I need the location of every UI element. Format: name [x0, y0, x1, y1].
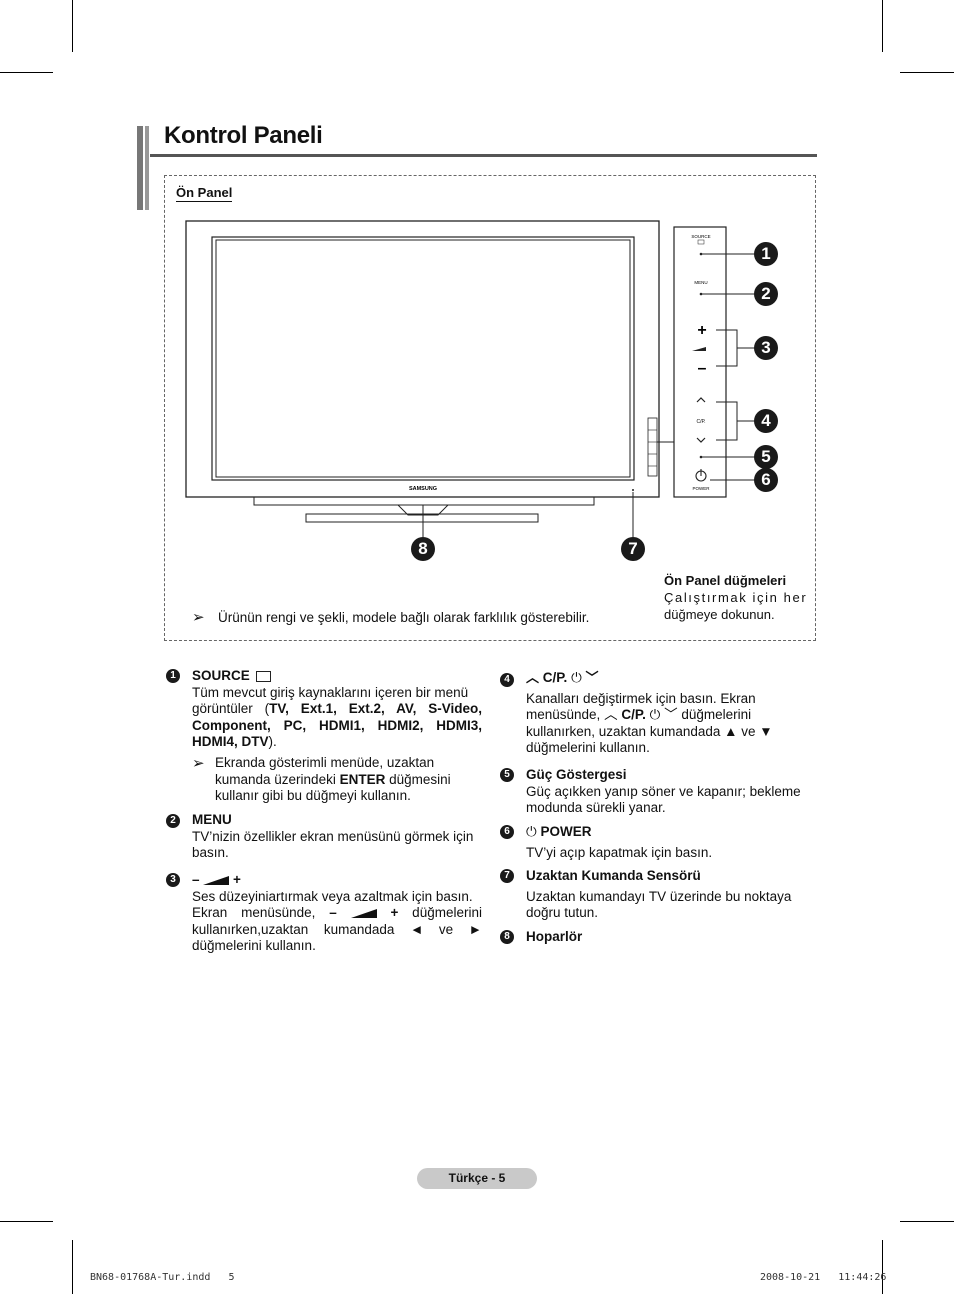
title-side-bars — [137, 126, 151, 210]
item-bullet-7: 7 — [500, 869, 514, 883]
note-arrow-icon: ➢ — [192, 755, 205, 772]
chevron-up-icon: ︿ — [526, 670, 540, 685]
figure-box — [164, 175, 816, 641]
crop-mark — [0, 1221, 53, 1222]
crop-mark — [72, 1240, 73, 1294]
power-icon: ⏻ — [649, 707, 661, 722]
tv-brand: SAMSUNG — [409, 486, 437, 492]
source-icon — [255, 670, 271, 682]
crop-mark — [900, 1221, 954, 1222]
panel-menu-label: MENU — [694, 280, 707, 285]
item-speaker: Hoparlör — [526, 929, 583, 944]
tv-bezel — [185, 220, 660, 498]
item-source: SOURCE Tüm mevcut giriş kaynaklarını içe… — [192, 668, 482, 749]
callout-7: 7 — [621, 537, 645, 561]
panel-source-label: SOURCE — [691, 234, 710, 239]
crop-mark — [0, 72, 53, 73]
item-volume: – + Ses düzeyiniartırmak veya azaltmak i… — [192, 872, 482, 953]
panel-cp: C/P. — [696, 419, 705, 425]
item-power-indicator: Güç Göstergesi Güç açıkken yanıp söner v… — [526, 767, 801, 815]
page-title: Kontrol Paneli — [164, 122, 323, 149]
note-arrow-icon: ➢ — [192, 609, 205, 626]
panel-power-label: POWER — [692, 486, 710, 491]
callout-4: 4 — [754, 409, 778, 433]
item-bullet-6: 6 — [500, 825, 514, 839]
item-bullet-3: 3 — [166, 873, 180, 887]
figure-note: Ürünün rengi ve şekli, modele bağlı olar… — [218, 610, 590, 625]
volume-icon — [350, 908, 377, 918]
page-number-badge: Türkçe - 5 — [417, 1168, 537, 1189]
front-panel-title: Ön Panel düğmeleri — [664, 573, 787, 588]
chevron-up-icon: ︿ — [604, 707, 618, 722]
callout-5: 5 — [754, 445, 778, 469]
callout-6: 6 — [754, 468, 778, 492]
item-bullet-1: 1 — [166, 669, 180, 683]
callout-2: 2 — [754, 282, 778, 306]
button-panel — [673, 226, 727, 498]
tv-screen-frame — [211, 236, 635, 481]
item-channel: ︿ C/P. ⏻ ﹀ Kanalları değiştirmek için ba… — [526, 670, 773, 755]
print-date-info: 2008-10-21 11:44:26 — [760, 1272, 887, 1283]
crop-mark — [72, 0, 73, 52]
callout-8: 8 — [411, 537, 435, 561]
callout-3: 3 — [754, 336, 778, 360]
tv-stand-base — [305, 513, 539, 523]
front-panel-text: Çalıştırmak için her düğmeye dokunun. — [664, 590, 808, 622]
chevron-down-icon: ﹀ — [664, 707, 678, 722]
section-label: Ön Panel — [176, 185, 233, 202]
volume-icon — [203, 875, 230, 885]
item-remote-sensor: Uzaktan Kumanda Sensörü Uzaktan kumanday… — [526, 868, 792, 920]
tv-stand-neck — [253, 496, 595, 506]
item-source-note: Ekranda gösterimli menüde, uzaktan kuman… — [215, 755, 451, 803]
tv-screen — [215, 239, 631, 478]
panel-plus: + — [697, 322, 706, 339]
chevron-down-icon: ﹀ — [585, 670, 599, 685]
tv-side-strip — [647, 417, 658, 477]
item-bullet-8: 8 — [500, 930, 514, 944]
print-file-info: BN68-01768A-Tur.indd 5 — [90, 1272, 235, 1283]
panel-minus: – — [698, 360, 707, 377]
callout-1: 1 — [754, 242, 778, 266]
item-bullet-2: 2 — [166, 814, 180, 828]
title-rule — [150, 154, 817, 157]
item-menu: MENU TV’nizin özellikler ekran menüsünü … — [192, 812, 474, 860]
item-bullet-5: 5 — [500, 768, 514, 782]
power-icon: ⏻ — [571, 670, 582, 685]
crop-mark — [882, 0, 883, 52]
crop-mark — [900, 72, 954, 73]
power-icon: ⏻ — [526, 824, 537, 839]
item-bullet-4: 4 — [500, 673, 514, 687]
crop-mark — [882, 1240, 883, 1294]
item-power: ⏻ POWER TV’yi açıp kapatmak için basın. — [526, 824, 713, 860]
tv-diagram: SAMSUNG SOURCE MENU + – C/P. POWER — [185, 220, 755, 537]
